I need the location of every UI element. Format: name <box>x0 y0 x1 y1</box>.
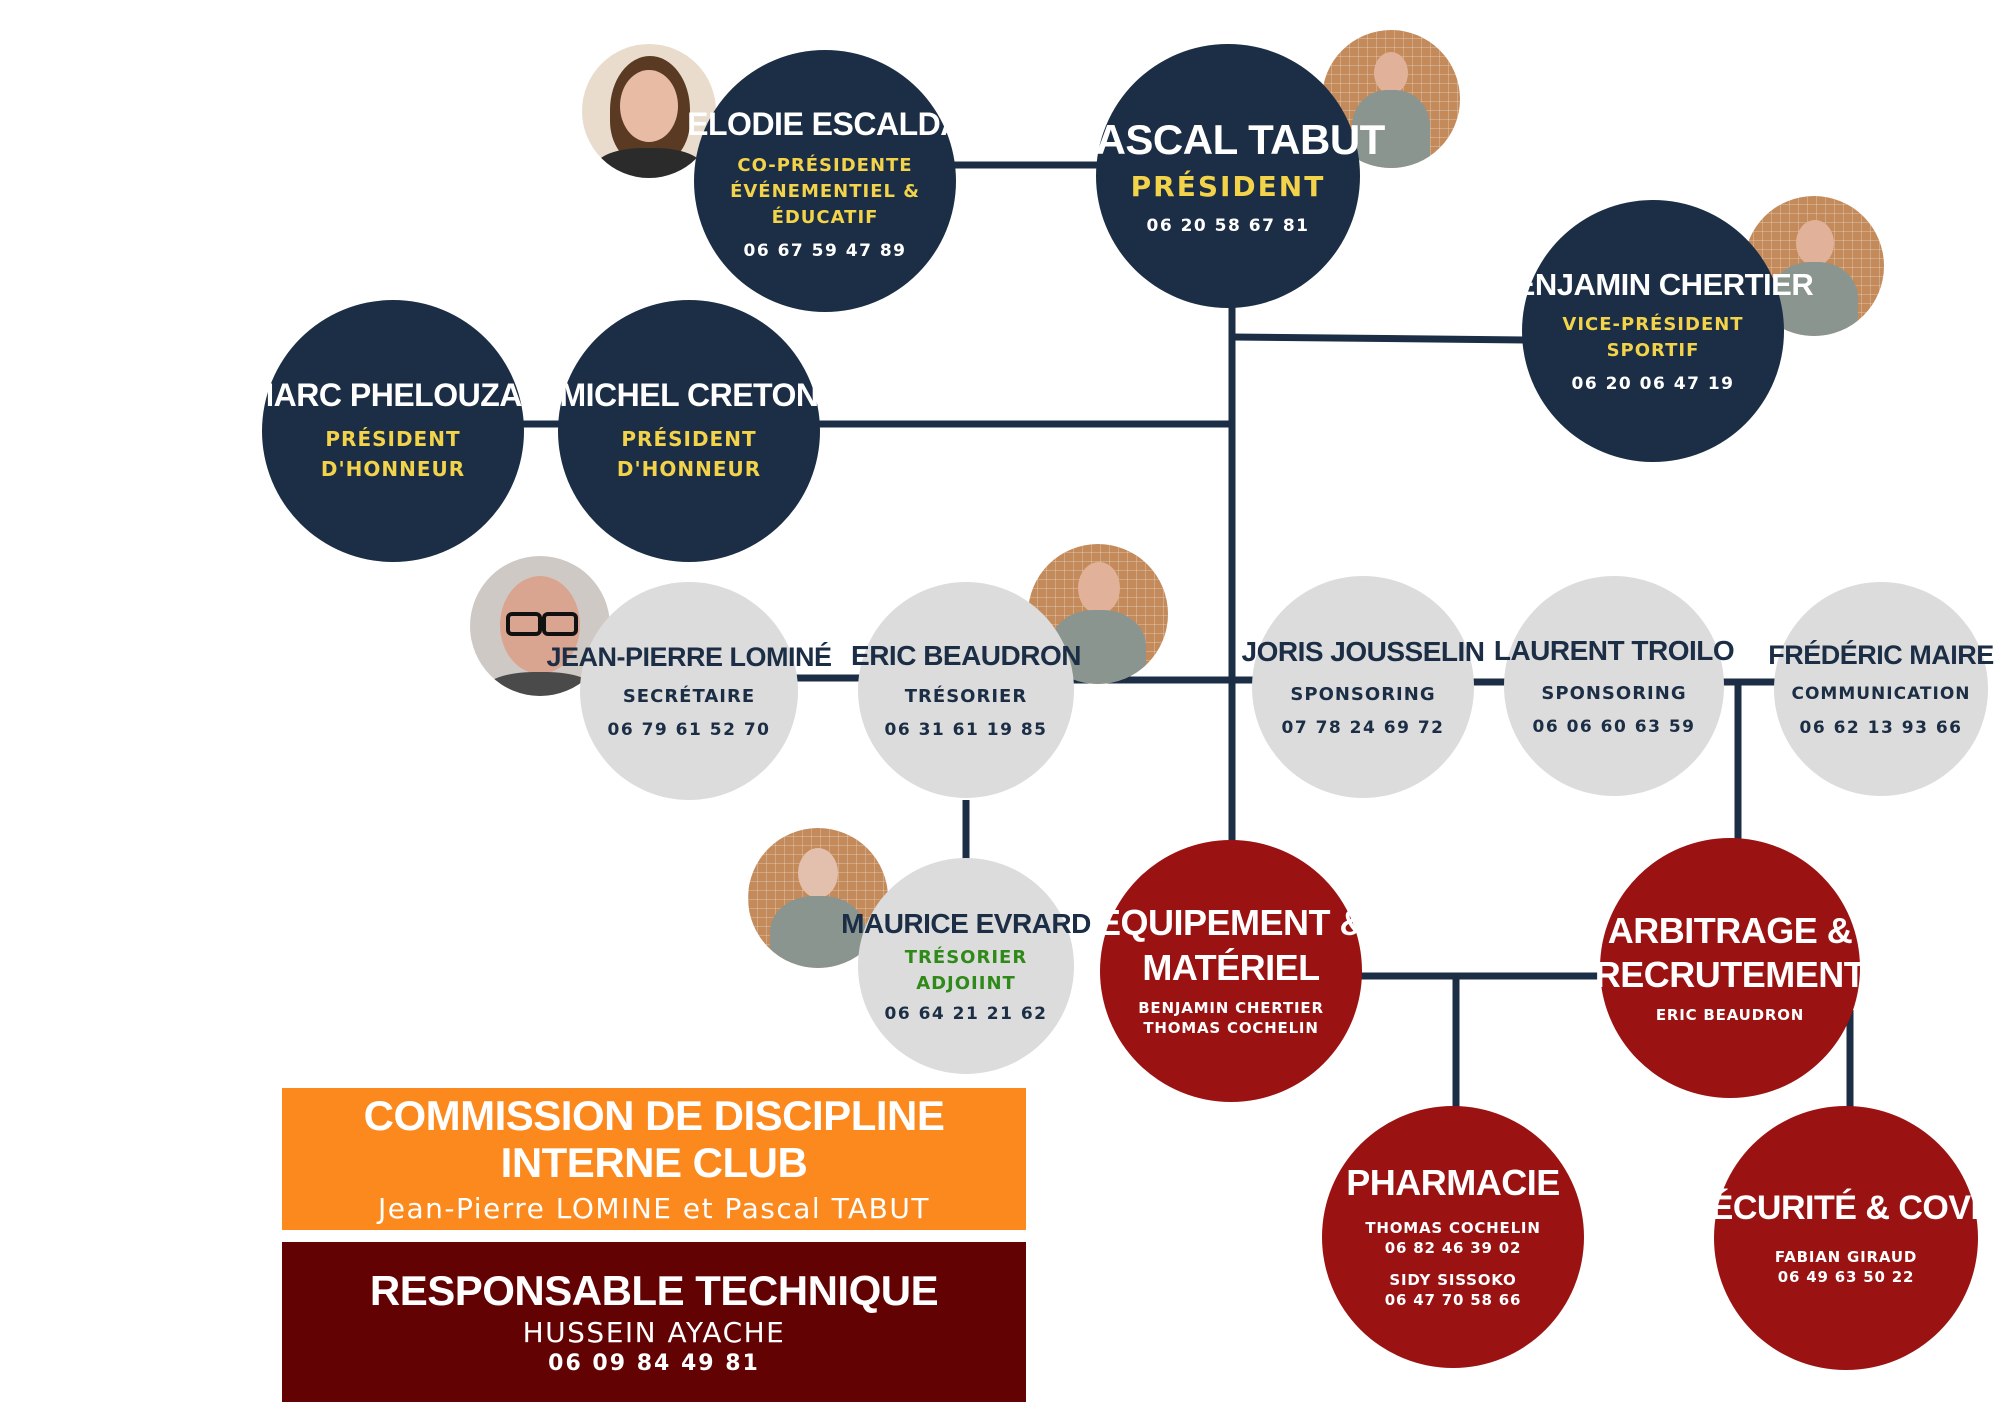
member-name: BENJAMIN CHERTIER <box>1493 268 1813 303</box>
member-role: PRÉSIDENT D'HONNEUR <box>321 424 465 484</box>
commission-member: THOMAS COCHELIN <box>1143 1018 1318 1038</box>
node-securite-covid: SÉCURITÉ & COVID FABIAN GIRAUD 06 49 63 … <box>1714 1106 1978 1370</box>
member-name: ERIC BEAUDRON <box>851 640 1081 671</box>
commission-member: FABIAN GIRAUD <box>1775 1247 1917 1267</box>
commission-phone: 06 47 70 58 66 <box>1385 1290 1521 1310</box>
member-role: SPONSORING <box>1290 682 1435 708</box>
member-phone: 06 64 21 21 62 <box>885 1004 1048 1024</box>
member-phone: 06 06 60 63 59 <box>1533 717 1696 737</box>
member-role: SECRÉTAIRE <box>623 684 755 710</box>
discipline-members: Jean-Pierre LOMINE et Pascal TABUT <box>378 1192 930 1225</box>
commission-title: ARBITRAGE & <box>1608 911 1853 951</box>
member-name: JORIS JOUSSELIN <box>1242 636 1485 667</box>
member-name: MARC PHELOUZAT <box>247 378 538 414</box>
member-name: JEAN-PIERRE LOMINÉ <box>546 642 831 672</box>
member-role: CO-PRÉSIDENTE ÉVÉNEMENTIEL & ÉDUCATIF <box>730 153 920 231</box>
commission-title: RECRUTEMENT <box>1595 955 1866 995</box>
member-phone: 06 67 59 47 89 <box>744 241 907 261</box>
commission-title: EQUIPEMENT & <box>1097 903 1365 943</box>
commission-phone: 06 49 63 50 22 <box>1778 1267 1914 1287</box>
technical-manager-box: RESPONSABLE TECHNIQUE HUSSEIN AYACHE 06 … <box>282 1242 1026 1402</box>
member-name: ELODIE ESCALDA <box>687 107 963 143</box>
node-maurice-evrard: MAURICE EVRARD TRÉSORIER ADJOIINT 06 64 … <box>858 858 1074 1074</box>
member-name: PASCAL TABUT <box>1071 116 1385 163</box>
technical-phone: 06 09 84 49 81 <box>548 1351 760 1376</box>
member-role: TRÉSORIER <box>905 684 1027 710</box>
discipline-commission-box: COMMISSION DE DISCIPLINE INTERNE CLUB Je… <box>282 1088 1026 1230</box>
node-jean-pierre-lomine: JEAN-PIERRE LOMINÉ SECRÉTAIRE 06 79 61 5… <box>580 582 798 800</box>
node-pascal-tabut: PASCAL TABUT PRÉSIDENT 06 20 58 67 81 <box>1096 44 1360 308</box>
member-phone: 06 20 58 67 81 <box>1147 216 1310 236</box>
commission-member: BENJAMIN CHERTIER <box>1138 998 1324 1018</box>
discipline-title: COMMISSION DE DISCIPLINE INTERNE CLUB <box>282 1093 1026 1185</box>
node-joris-jousselin: JORIS JOUSSELIN SPONSORING 07 78 24 69 7… <box>1252 576 1474 798</box>
node-laurent-troilo: LAURENT TROILO SPONSORING 06 06 60 63 59 <box>1504 576 1724 796</box>
member-name: LAURENT TROILO <box>1494 635 1734 666</box>
member-name: FRÉDÉRIC MAIRE <box>1768 640 1994 670</box>
commission-member: ERIC BEAUDRON <box>1656 1005 1804 1025</box>
member-name: MICHEL CRETON <box>560 378 819 414</box>
node-equipement-materiel: EQUIPEMENT & MATÉRIEL BENJAMIN CHERTIER … <box>1100 840 1362 1102</box>
member-phone: 06 62 13 93 66 <box>1800 718 1963 738</box>
member-phone: 06 20 06 47 19 <box>1572 374 1735 394</box>
node-frederic-maire: FRÉDÉRIC MAIRE COMMUNICATION 06 62 13 93… <box>1774 582 1988 796</box>
commission-title: SÉCURITÉ & COVID <box>1688 1189 2000 1227</box>
node-arbitrage-recrutement: ARBITRAGE & RECRUTEMENT ERIC BEAUDRON <box>1600 838 1860 1098</box>
node-benjamin-chertier: BENJAMIN CHERTIER VICE-PRÉSIDENT SPORTIF… <box>1522 200 1784 462</box>
member-phone: 07 78 24 69 72 <box>1282 718 1445 738</box>
member-phone: 06 79 61 52 70 <box>608 720 771 740</box>
node-eric-beaudron: ERIC BEAUDRON TRÉSORIER 06 31 61 19 85 <box>858 582 1074 798</box>
node-marc-phelouzat: MARC PHELOUZAT PRÉSIDENT D'HONNEUR <box>262 300 524 562</box>
connector-trunk-benjamin <box>1232 337 1528 340</box>
node-michel-creton: MICHEL CRETON PRÉSIDENT D'HONNEUR <box>558 300 820 562</box>
node-pharmacie: PHARMACIE THOMAS COCHELIN 06 82 46 39 02… <box>1322 1106 1584 1368</box>
member-role: SPONSORING <box>1541 681 1686 707</box>
commission-title: PHARMACIE <box>1346 1163 1560 1203</box>
member-role: COMMUNICATION <box>1791 682 1970 707</box>
technical-name: HUSSEIN AYACHE <box>523 1316 786 1349</box>
member-name: MAURICE EVRARD <box>841 908 1091 939</box>
commission-phone: 06 82 46 39 02 <box>1385 1238 1521 1258</box>
member-phone: 06 31 61 19 85 <box>885 720 1048 740</box>
technical-title: RESPONSABLE TECHNIQUE <box>370 1268 938 1314</box>
node-elodie-escalda: ELODIE ESCALDA CO-PRÉSIDENTE ÉVÉNEMENTIE… <box>694 50 956 312</box>
member-role: TRÉSORIER ADJOIINT <box>905 945 1027 995</box>
commission-title: MATÉRIEL <box>1142 948 1319 988</box>
commission-member: THOMAS COCHELIN <box>1365 1218 1540 1238</box>
member-role: VICE-PRÉSIDENT SPORTIF <box>1562 312 1743 364</box>
commission-member: SIDY SISSOKO <box>1389 1270 1516 1290</box>
member-role: PRÉSIDENT <box>1131 167 1326 208</box>
member-role: PRÉSIDENT D'HONNEUR <box>617 424 761 484</box>
